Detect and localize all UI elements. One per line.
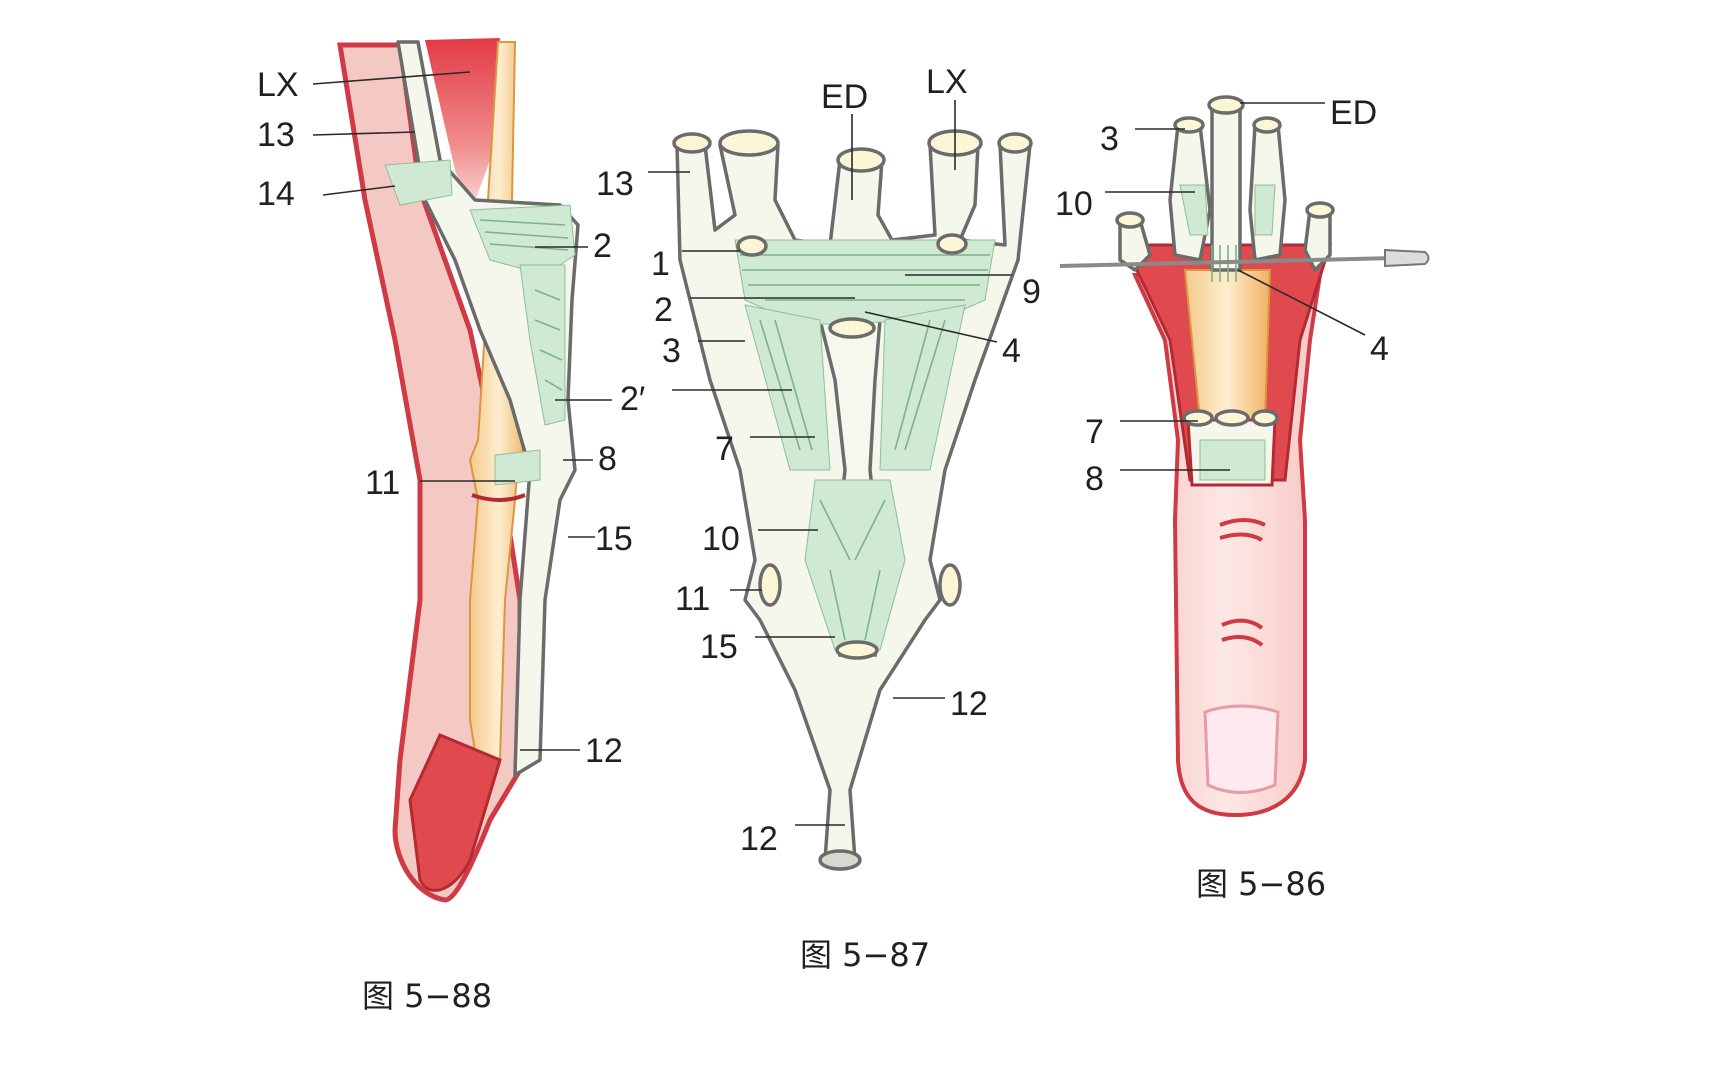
joint-crease xyxy=(471,493,526,502)
label-7-dorsal: 7 xyxy=(1085,413,1104,451)
oblique-lines xyxy=(759,319,946,451)
cap-12-end xyxy=(818,849,862,871)
cap-1 xyxy=(736,235,768,257)
cap-7-mid xyxy=(1214,409,1250,427)
crease-2 xyxy=(1219,532,1264,542)
probe-tip xyxy=(1384,248,1430,268)
label-15: 15 xyxy=(595,520,633,558)
label-10: 10 xyxy=(702,520,740,558)
cap-9 xyxy=(936,233,968,255)
cap-13-right xyxy=(997,132,1033,154)
label-15-dorsal: 15 xyxy=(700,628,738,666)
cap-13-left xyxy=(672,132,712,154)
fingertip-lateral xyxy=(408,733,502,892)
label-12-right: 12 xyxy=(950,685,988,723)
fibers-lateral xyxy=(479,219,569,391)
probe-rod xyxy=(1059,256,1396,268)
label-12: 12 xyxy=(585,732,623,770)
label-7: 7 xyxy=(715,430,734,468)
label-2-dorsal: 2 xyxy=(654,291,673,329)
crease-4 xyxy=(1221,634,1264,647)
band-14 xyxy=(384,159,453,206)
label-3: 3 xyxy=(662,332,681,370)
crease-3 xyxy=(1221,618,1264,630)
label-8: 8 xyxy=(598,440,617,478)
cap-3-right xyxy=(1252,116,1282,134)
label-2: 2 xyxy=(593,227,612,265)
cap-ed xyxy=(836,147,886,173)
cap-lat-left xyxy=(1115,211,1145,229)
label-4: 4 xyxy=(1002,332,1021,370)
cap-3-left xyxy=(1173,116,1205,134)
fingernail xyxy=(1203,704,1280,794)
label-4-dorsal: 4 xyxy=(1370,330,1389,368)
cap-11-left xyxy=(758,563,782,607)
label-11-dorsal: 11 xyxy=(675,580,710,618)
ligament-11-lateral xyxy=(494,449,541,486)
label-ed: ED xyxy=(821,78,868,116)
oblique-fibers-left xyxy=(744,304,831,471)
figure-5-86: ED 3 10 4 7 8 图 5−86 xyxy=(1055,94,1430,903)
label-3-dorsal: 3 xyxy=(1100,120,1119,158)
caption-fig-5-87: 图 5−87 xyxy=(800,936,930,974)
figure-5-87: ED LX 13 1 9 2 3 4 7 10 11 15 12 12 图 5−… xyxy=(596,63,1041,974)
label-11: 11 xyxy=(365,464,400,502)
cap-ed-dorsal xyxy=(1207,95,1245,115)
label-12-bottom: 12 xyxy=(740,820,778,858)
cap-15 xyxy=(835,640,879,660)
leader-4 xyxy=(864,311,998,343)
cap-11-right xyxy=(938,563,962,607)
figure-5-88: LX 13 14 2 2′ 8 11 15 12 图 5−88 xyxy=(257,38,645,1015)
cap-lat-right xyxy=(1305,201,1335,219)
label-lx-top: LX xyxy=(926,63,968,101)
band-8 xyxy=(1199,439,1266,481)
caption-fig-5-88: 图 5−88 xyxy=(362,977,492,1015)
band-10-left xyxy=(1179,184,1209,236)
label-8-dorsal: 8 xyxy=(1085,460,1104,498)
leader-lx xyxy=(312,71,471,85)
cap-7-left xyxy=(1182,409,1214,427)
leader-4-dorsal xyxy=(1237,269,1366,336)
label-13-dorsal: 13 xyxy=(596,165,634,203)
label-10-dorsal: 10 xyxy=(1055,185,1093,223)
label-lx: LX xyxy=(257,66,299,104)
leader-14 xyxy=(322,185,396,196)
label-ed-dorsal: ED xyxy=(1330,94,1377,132)
caption-fig-5-86: 图 5−86 xyxy=(1196,865,1326,903)
cap-4 xyxy=(828,317,876,339)
label-2-prime: 2′ xyxy=(620,380,645,418)
label-1: 1 xyxy=(651,245,670,283)
triangular-ligament xyxy=(804,479,906,651)
cap-7-right xyxy=(1251,409,1279,427)
triangular-fibers xyxy=(819,499,886,641)
leader-13 xyxy=(312,131,416,136)
cap-left-lumbrical xyxy=(718,129,780,157)
hood-fibers xyxy=(740,254,990,301)
exposed-bone xyxy=(1183,269,1272,421)
label-13: 13 xyxy=(257,116,295,154)
label-14: 14 xyxy=(257,175,295,213)
lx-muscle xyxy=(425,38,500,215)
band-10-right xyxy=(1254,184,1276,236)
crease-1 xyxy=(1219,518,1266,527)
label-9: 9 xyxy=(1022,273,1041,311)
